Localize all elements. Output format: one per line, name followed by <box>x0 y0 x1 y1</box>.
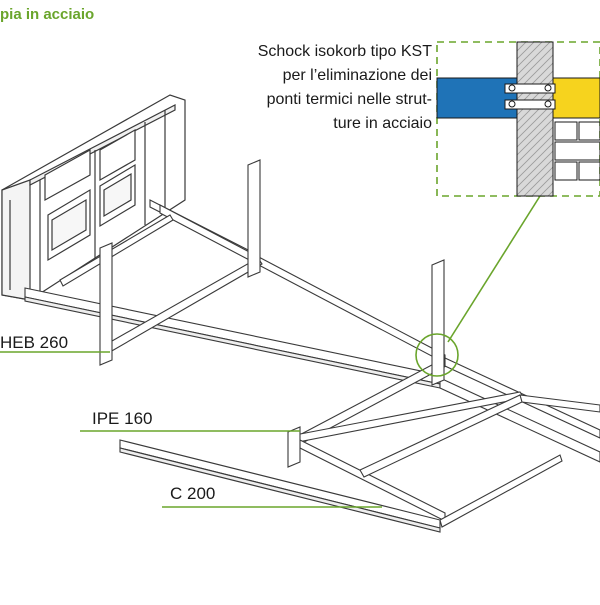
detail-inset <box>436 41 600 197</box>
label-heb-260: HEB 260 <box>0 333 69 352</box>
brick-wall <box>554 121 600 181</box>
blue-beam <box>436 77 518 119</box>
leader-lines <box>0 195 541 508</box>
yellow-beam <box>552 77 600 119</box>
label-ipe-160: IPE 160 <box>92 409 153 428</box>
page-title: pia in acciaio <box>0 6 95 23</box>
insulation-layer <box>516 41 554 197</box>
callout-text: Schock isokorb tipo KST per l’eliminazio… <box>257 43 432 132</box>
label-c-200: C 200 <box>170 484 216 503</box>
building-wall <box>1 94 186 301</box>
steel-frame <box>24 159 600 533</box>
